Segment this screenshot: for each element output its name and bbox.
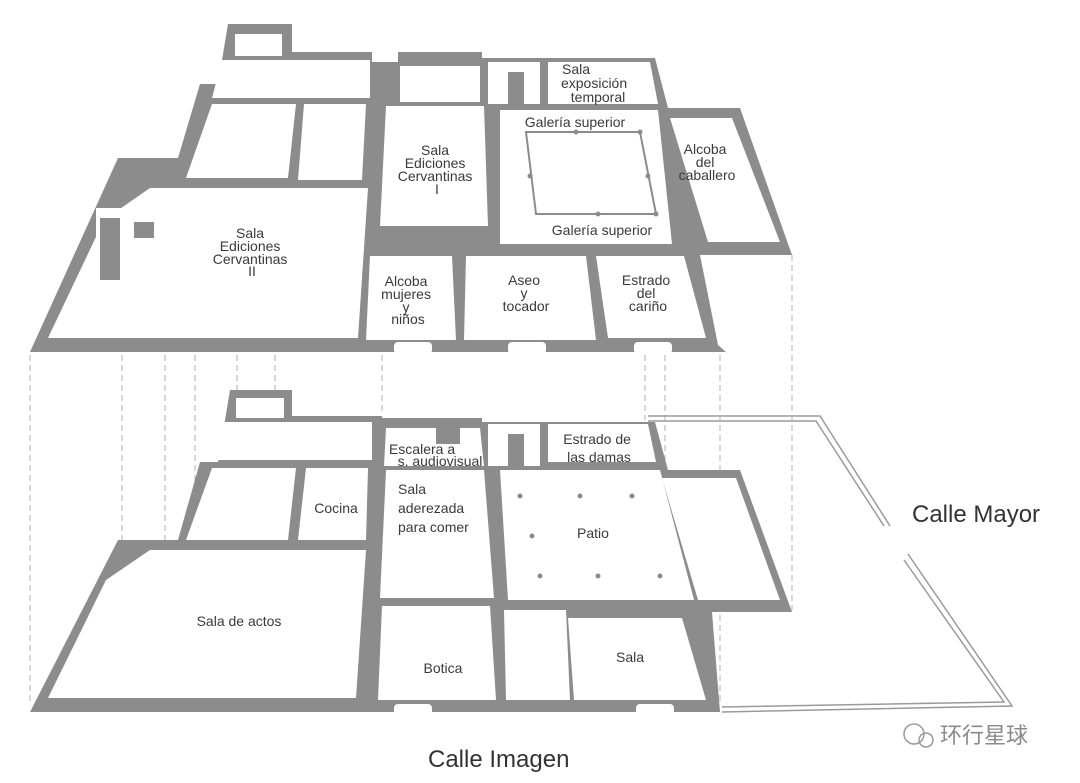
room-label: Sala [616, 649, 644, 665]
street-label-calle-imagen: Calle Imagen [428, 746, 569, 773]
room-label: Estrado de las damas [563, 431, 635, 465]
upper-floor-labels: Sala exposición temporal Galería superio… [213, 61, 736, 327]
room-label: Sala de actos [197, 613, 282, 629]
room-label: Galería superior [525, 114, 626, 130]
upper-floor [30, 24, 792, 354]
watermark-text: 环行星球 [940, 724, 1028, 749]
room-label: Patio [577, 525, 609, 541]
room-label: Escalera a s. audiovisual [389, 441, 482, 469]
chat-bubble-icon [903, 723, 925, 745]
room-label: Galería superior [552, 222, 653, 238]
room-label: Estrado del cariño [622, 272, 674, 314]
calle-mayor-outline [648, 415, 1014, 713]
room-label: Alcoba del caballero [679, 141, 736, 183]
room-label: Aseo y tocador [503, 272, 550, 314]
room-label: Sala aderezada para comer [398, 481, 469, 535]
room-label: Sala Ediciones Cervantinas I [398, 142, 477, 197]
street-label-calle-mayor: Calle Mayor [912, 501, 1040, 528]
ground-floor-labels: Escalera a s. audiovisual Estrado de las… [197, 431, 645, 676]
room-label: Sala exposición temporal [561, 61, 631, 105]
room-label: Alcoba mujeres y niños [381, 273, 435, 327]
watermark: 环行星球 [903, 723, 1028, 749]
ground-floor [30, 390, 792, 716]
room-label: Cocina [314, 500, 358, 516]
room-label: Botica [424, 660, 463, 676]
room-label: Sala Ediciones Cervantinas II [213, 225, 292, 279]
projection-guides [29, 255, 793, 705]
